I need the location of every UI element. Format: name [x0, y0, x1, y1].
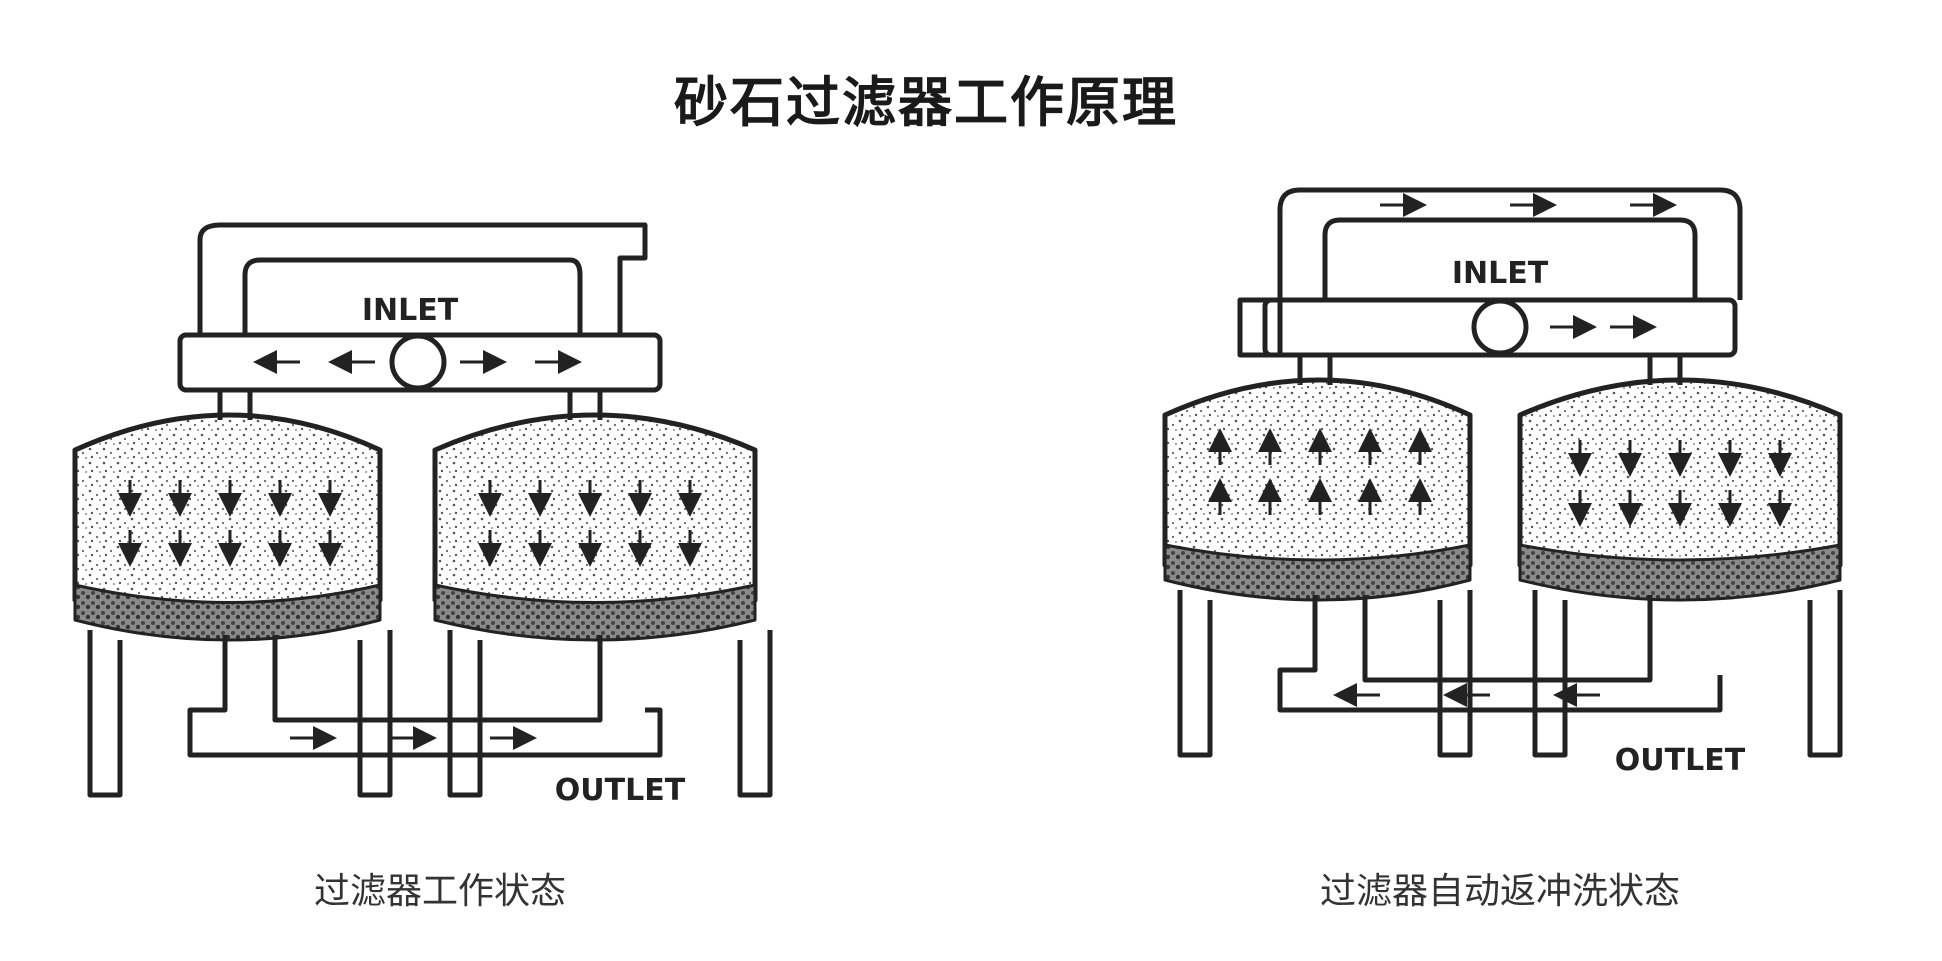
- top-loop-pipe: [197, 222, 648, 335]
- inlet-valve: [389, 333, 447, 391]
- outlet-manifold-2: [1277, 595, 1723, 713]
- inlet-label: INLET: [362, 293, 459, 328]
- tank-legs: [87, 630, 773, 798]
- top-loop-pipe-2: [1277, 187, 1743, 300]
- inlet-valve-2: [1471, 298, 1529, 356]
- page-title-text: 砂石过滤器工作原理: [674, 71, 1178, 134]
- filter-backwash-diagram: INLET OUTLET: [1150, 180, 1870, 780]
- outlet-manifold: [187, 635, 663, 758]
- filter-working-diagram: INLET OUTLET: [60, 180, 780, 820]
- outlet-label: OUTLET: [555, 773, 686, 808]
- filter-backwash-svg: INLET OUTLET: [1162, 187, 1843, 778]
- caption-backwash: 过滤器自动返冲洗状态: [1319, 871, 1680, 912]
- flow-arrows: [118, 350, 702, 750]
- tank-legs-2: [1177, 590, 1843, 758]
- inlet-label-2: INLET: [1452, 256, 1549, 291]
- caption-working: 过滤器工作状态: [313, 871, 566, 912]
- page-title: 砂石过滤器工作原理: [0, 58, 1942, 137]
- filter-working-svg: INLET OUTLET: [72, 222, 773, 808]
- backwash-flow-arrows: [1208, 193, 1792, 707]
- outlet-label-2: OUTLET: [1615, 743, 1746, 778]
